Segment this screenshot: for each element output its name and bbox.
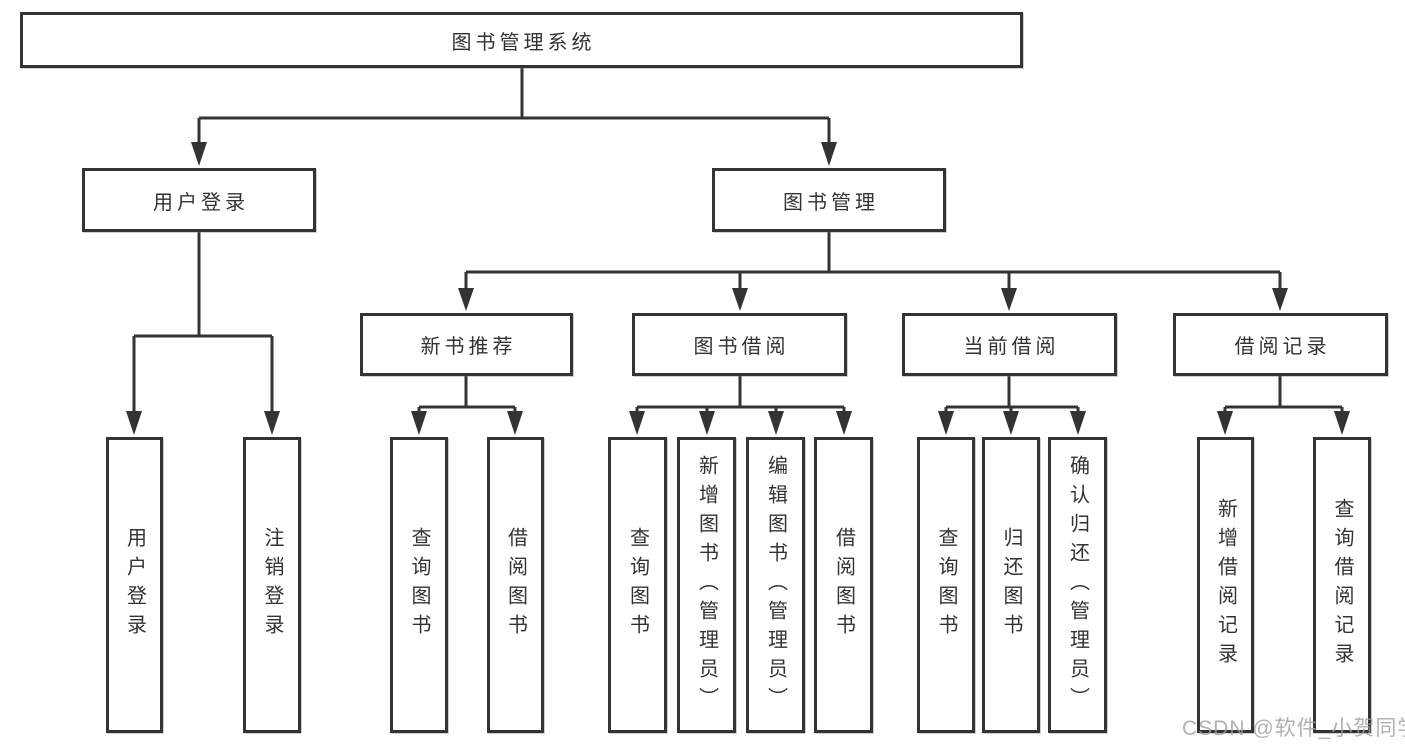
leaf-bb-borrow-books: 借阅图书 xyxy=(814,437,873,733)
node-book-borrow: 图书借阅 xyxy=(632,313,847,376)
leaf-nb-query-books: 查询图书 xyxy=(390,437,448,733)
node-user-login: 用户登录 xyxy=(82,168,316,232)
leaf-cb-confirm-return-admin: 确认归还（管理员） xyxy=(1048,437,1107,733)
leaf-bb-edit-books-admin: 编辑图书（管理员） xyxy=(746,437,805,733)
node-new-book-recommend: 新书推荐 xyxy=(360,313,573,376)
node-book-management: 图书管理 xyxy=(712,168,946,232)
node-current-borrow: 当前借阅 xyxy=(902,313,1117,376)
leaf-bb-query-books: 查询图书 xyxy=(608,437,667,733)
node-root: 图书管理系统 xyxy=(20,12,1023,68)
leaf-cb-query-books: 查询图书 xyxy=(917,437,975,733)
leaf-nb-borrow-books: 借阅图书 xyxy=(487,437,544,733)
leaf-cb-return-books: 归还图书 xyxy=(982,437,1040,733)
leaf-logout: 注销登录 xyxy=(243,437,301,733)
leaf-bb-add-books-admin: 新增图书（管理员） xyxy=(677,437,736,733)
leaf-br-query-record: 查询借阅记录 xyxy=(1313,437,1371,733)
node-borrow-records: 借阅记录 xyxy=(1173,313,1388,376)
leaf-br-add-record: 新增借阅记录 xyxy=(1197,437,1254,733)
watermark: CSDN @软件_小贺同学 xyxy=(1182,717,1405,740)
leaf-user-login: 用户登录 xyxy=(106,437,163,733)
